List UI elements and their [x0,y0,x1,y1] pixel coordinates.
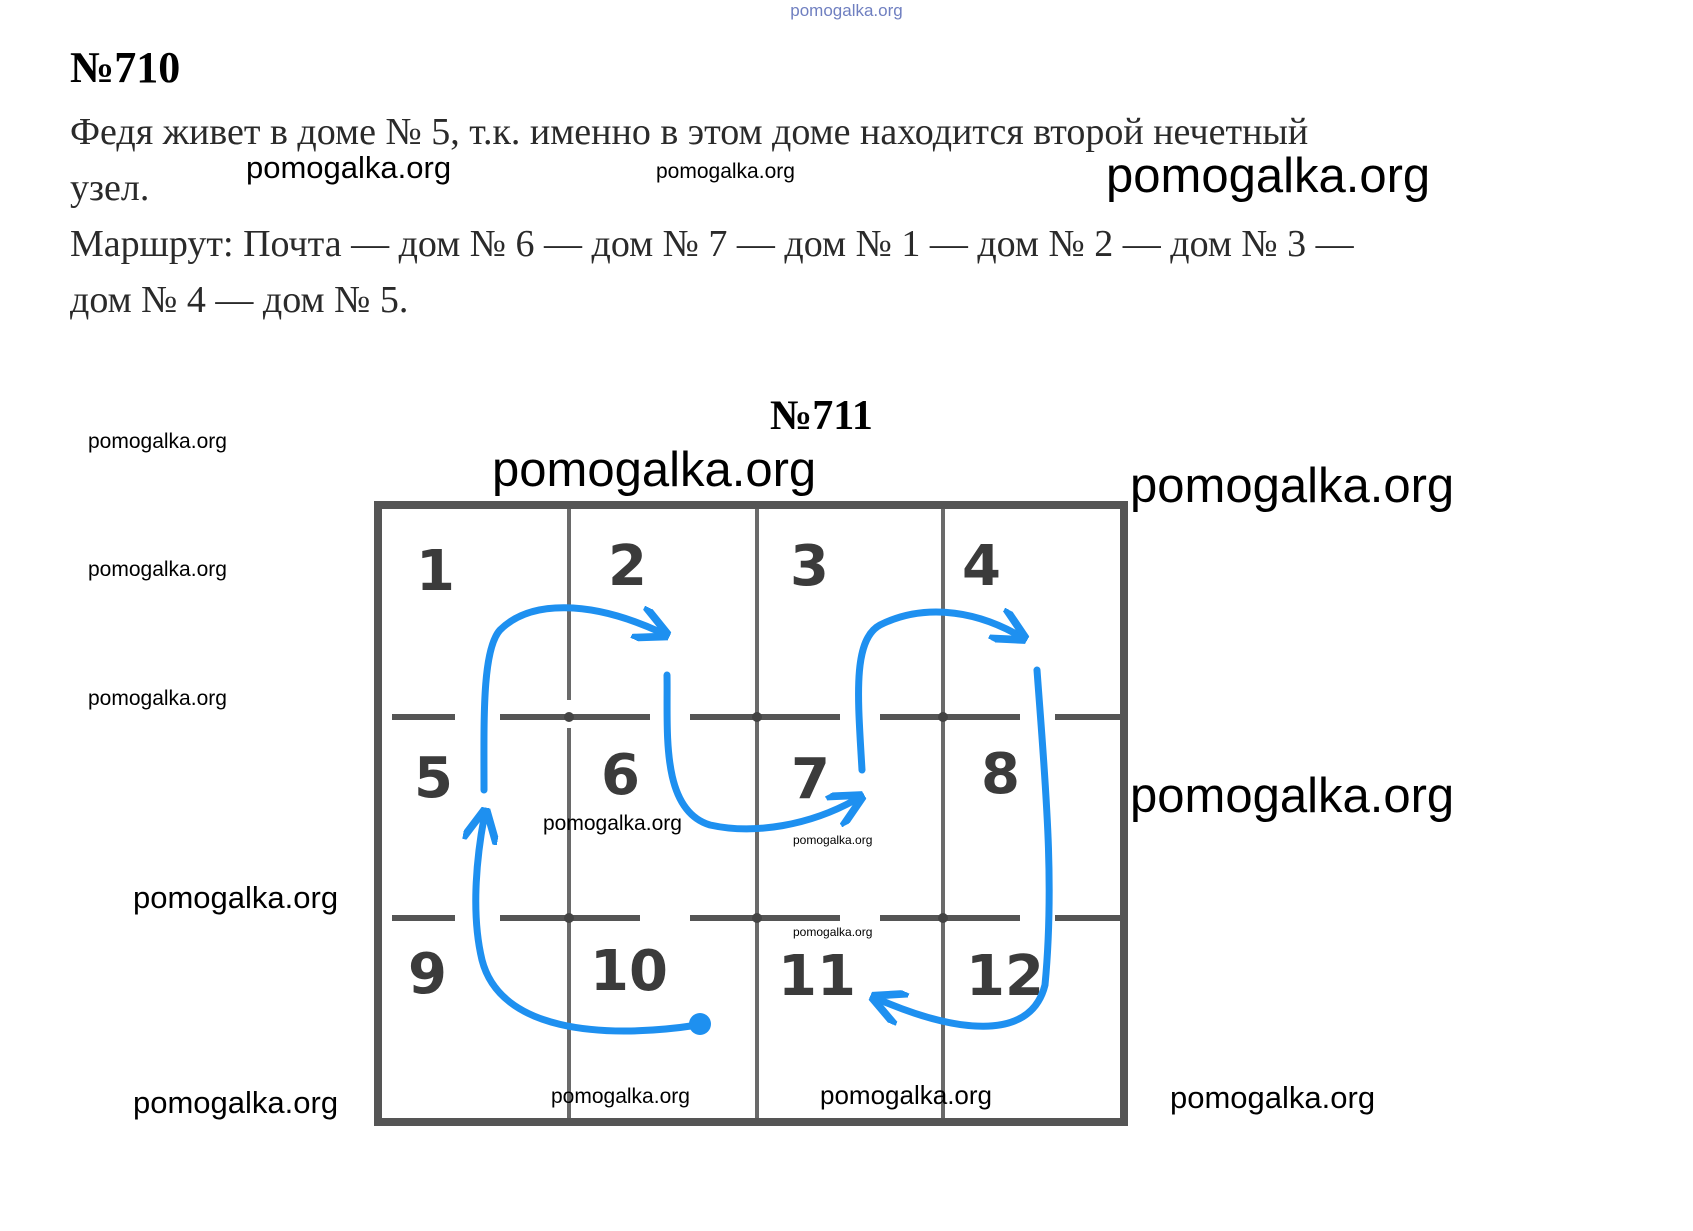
watermark: pomogalka.org [1130,459,1455,513]
watermark: pomogalka.org [88,558,227,581]
task-710-line-1: Федя живет в доме № 5, т.к. именно в это… [70,111,1309,153]
watermark: pomogalka.org [1106,149,1431,203]
watermark: pomogalka.org [793,833,873,847]
route-arrow-8-to-11 [880,666,1053,1030]
cell-7-label: 7 [791,747,830,812]
task-710-line-3: Маршрут: Почта — дом № 6 — дом № 7 — дом… [70,223,1354,265]
route-arrow-2-to-7 [663,671,855,833]
watermark: pomogalka.org [88,687,227,710]
watermark: pomogalka.org [88,430,227,453]
cell-11-label: 11 [778,944,856,1009]
route-start-dot [689,1013,711,1035]
grid-horizontal-lines [392,714,1120,921]
route-arrow-5-to-2 [480,604,660,794]
cell-6-label: 6 [601,743,640,808]
header-watermark: pomogalka.org [790,1,903,20]
cell-12-label: 12 [966,944,1044,1009]
cell-1-label: 1 [416,539,455,604]
cell-4-label: 4 [962,534,1001,599]
route-arrow-7-to-4 [855,612,1018,774]
watermark: pomogalka.org [1130,769,1455,823]
task-711-title: №711 [770,393,873,439]
watermark: pomogalka.org [543,812,682,835]
cell-8-label: 8 [981,742,1020,807]
task-710-title: №710 [70,43,181,92]
watermark: pomogalka.org [1170,1080,1376,1115]
cell-5-label: 5 [414,746,453,811]
watermark: pomogalka.org [492,443,817,497]
cell-3-label: 3 [790,534,829,599]
route-arrow-10-to-5 [476,818,702,1035]
cell-9-label: 9 [408,942,447,1007]
watermark: pomogalka.org [656,160,795,183]
watermark: pomogalka.org [133,1085,339,1120]
watermark: pomogalka.org [246,150,452,185]
task-710-line-2: узел. [70,167,150,209]
cell-2-label: 2 [608,534,647,599]
cell-10-label: 10 [590,939,668,1004]
watermark: pomogalka.org [133,880,339,915]
route-arrows [476,604,1053,1035]
watermark: pomogalka.org [551,1085,690,1108]
grid-nodes [564,712,948,923]
task-710-line-4: дом № 4 — дом № 5. [70,279,409,321]
watermark: pomogalka.org [793,925,873,939]
grid-frame [374,501,1128,1126]
watermark: pomogalka.org [820,1080,992,1110]
